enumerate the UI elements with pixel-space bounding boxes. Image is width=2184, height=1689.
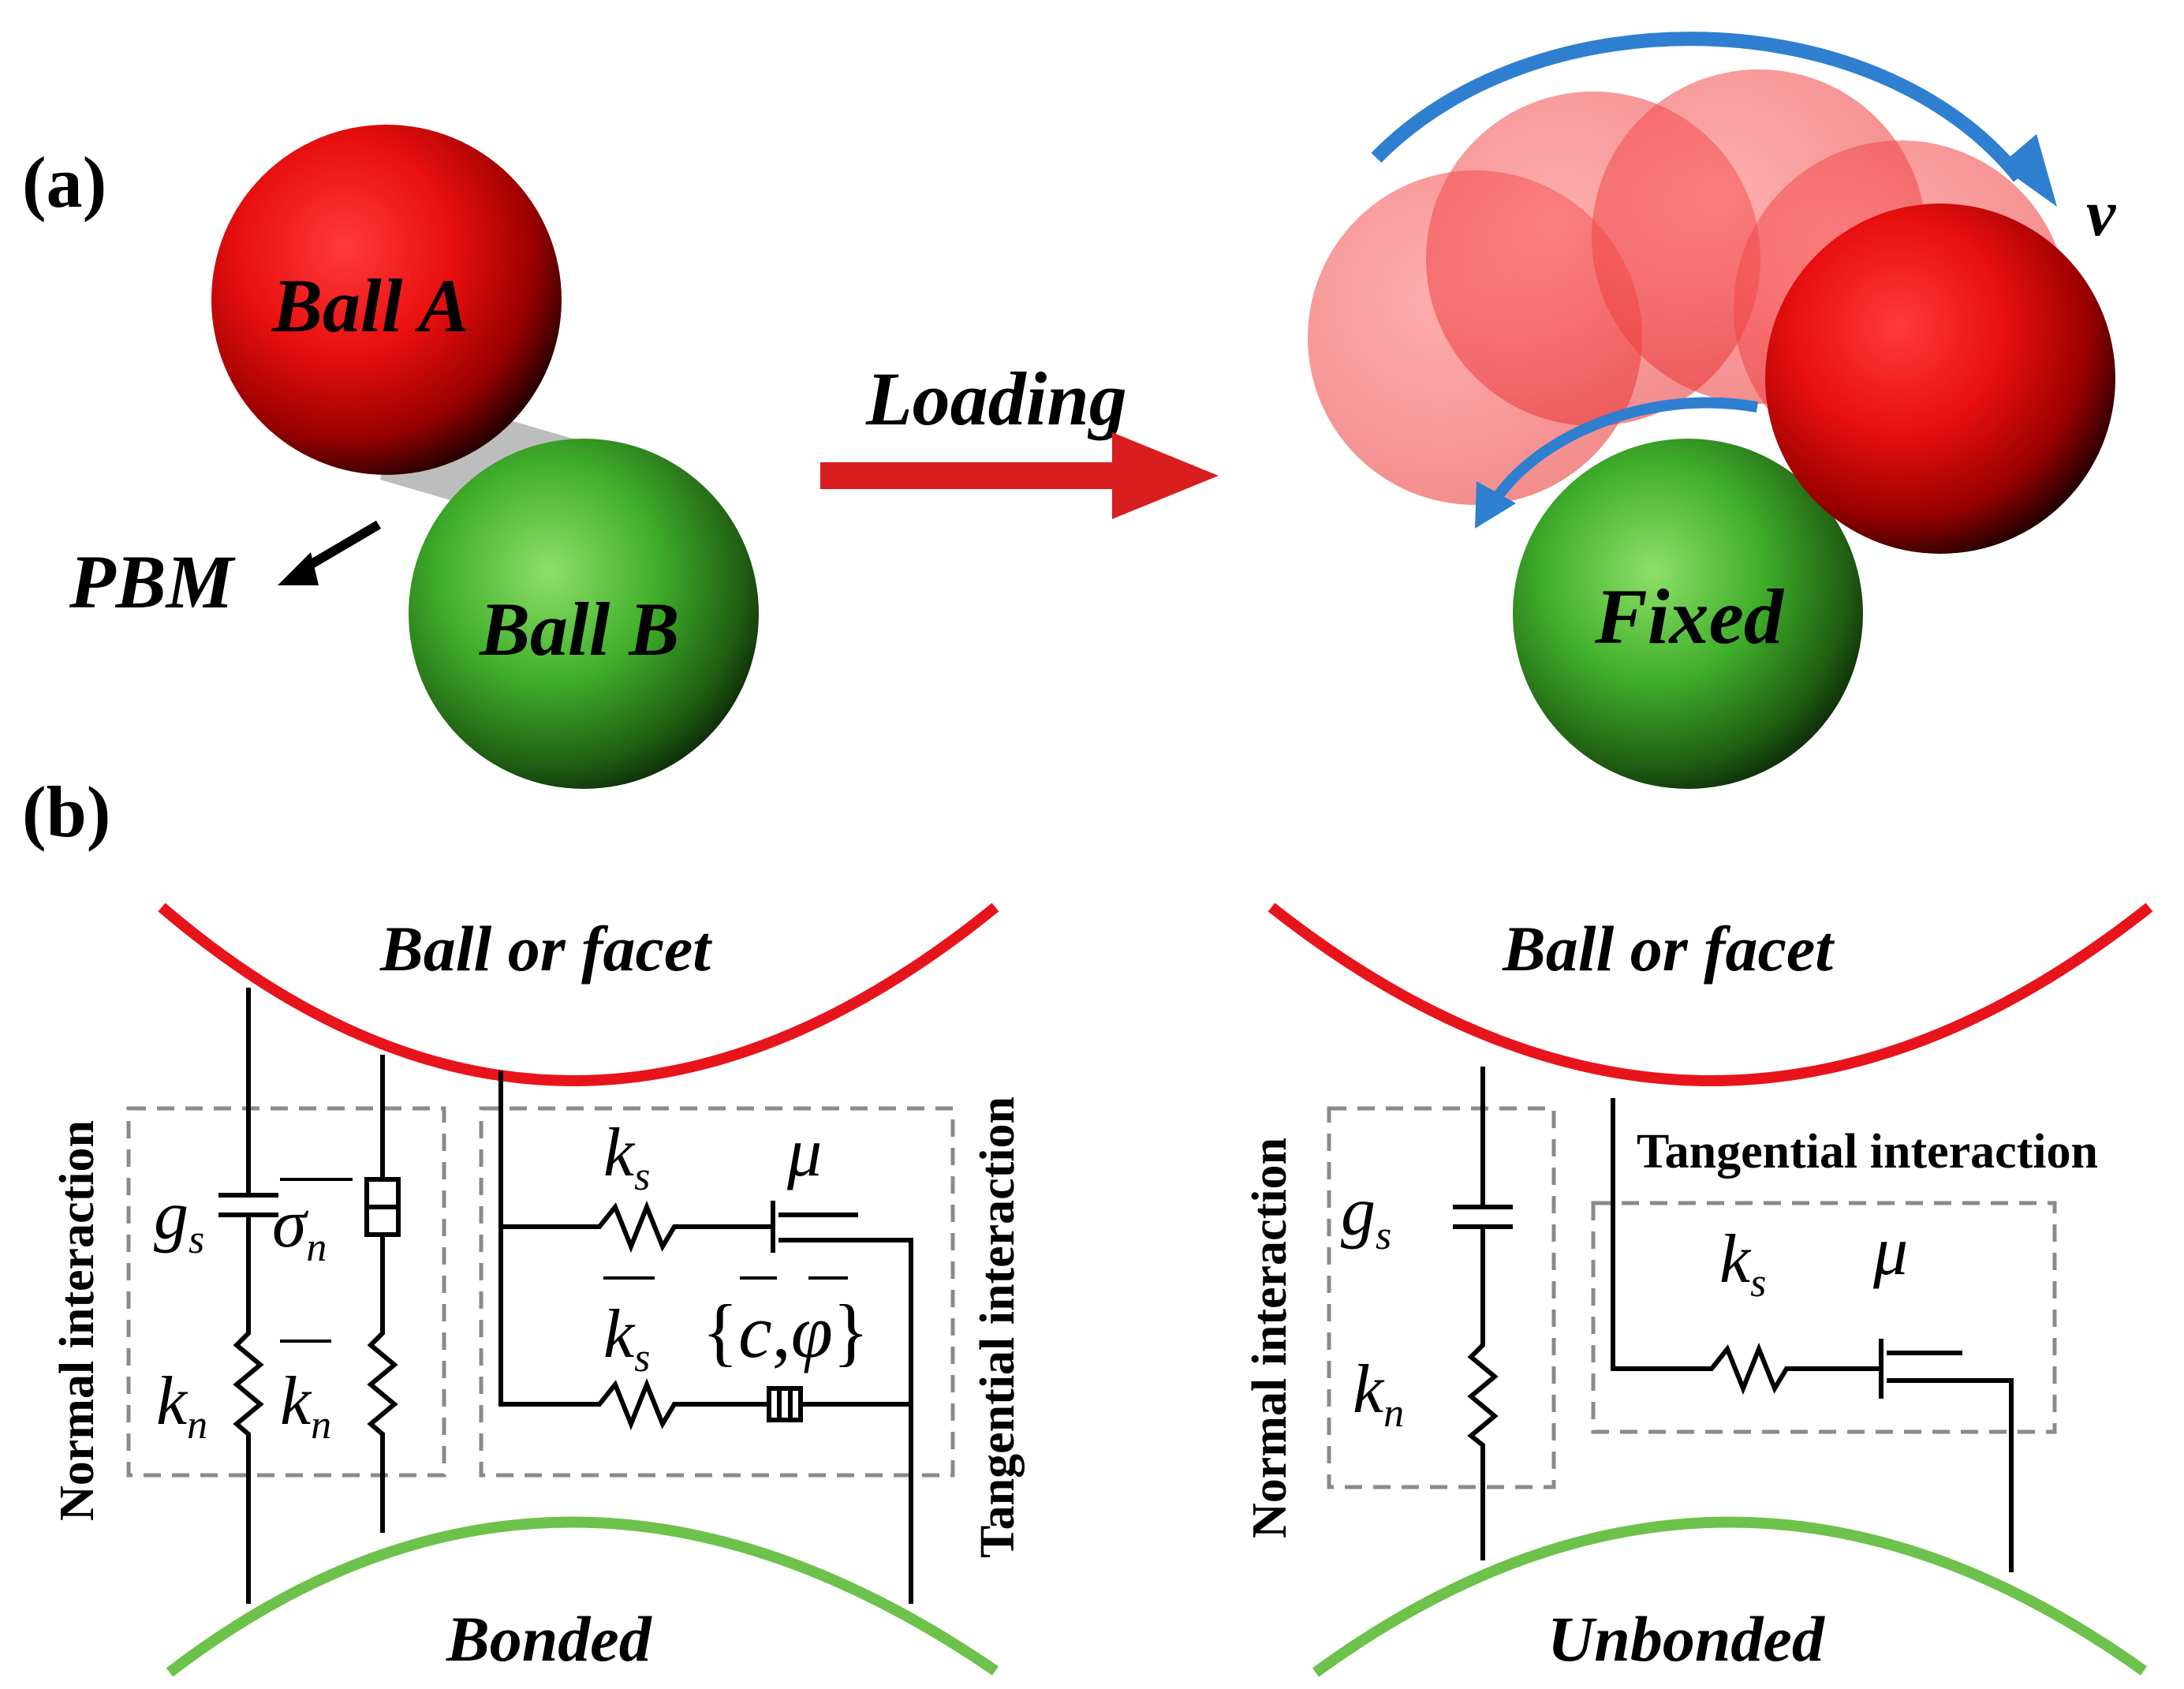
ball-a bbox=[211, 125, 562, 475]
bonded-tangential-label: Tangential interaction bbox=[971, 1097, 1025, 1558]
rotation-arrowhead bbox=[1999, 134, 2057, 207]
sigma-n-label: σn bbox=[272, 1186, 327, 1270]
bonded-normal-branch-2 bbox=[364, 1055, 401, 1533]
rolling-arrowhead bbox=[1475, 481, 1516, 529]
ks-label: ks bbox=[603, 1115, 650, 1199]
kn-bar-label: kn bbox=[280, 1363, 331, 1448]
bonded-bottom-label: Bonded bbox=[446, 1603, 652, 1675]
loading-arrow-shaft bbox=[820, 462, 1120, 489]
c-phi-label: {c,φ} bbox=[702, 1289, 869, 1373]
bonded-normal-label: Normal interaction bbox=[50, 1120, 104, 1521]
gs-label: gs bbox=[154, 1178, 204, 1262]
velocity-label: v bbox=[2086, 177, 2117, 250]
bonded-top-label: Ball or facet bbox=[379, 913, 712, 985]
bonded-top-arc bbox=[158, 902, 999, 1086]
bonded-model: Ball or facet Bonded Normal interaction … bbox=[50, 902, 1025, 1677]
bonded-bottom-arc bbox=[166, 1516, 999, 1677]
bonded-tangential-box bbox=[479, 1106, 955, 1478]
mu-label: μ bbox=[786, 1115, 822, 1191]
unbonded-tangential-label: Tangential interaction bbox=[1637, 1125, 2098, 1179]
bonded-normal-box bbox=[126, 1106, 446, 1478]
unbonded-kn-label: kn bbox=[1353, 1351, 1404, 1436]
unbonded-normal-branch bbox=[1453, 1067, 1513, 1560]
loading-arrowhead bbox=[1112, 432, 1219, 519]
unbonded-ks-label: ks bbox=[1719, 1221, 1766, 1306]
fixed-ball bbox=[1513, 439, 1863, 789]
red-ball-final bbox=[1765, 204, 2115, 554]
unbonded-bottom-arc bbox=[1312, 1516, 2148, 1677]
ks-bar-label: ks bbox=[603, 1296, 650, 1381]
unbonded-gs-label: gs bbox=[1341, 1174, 1391, 1258]
unbonded-normal-box bbox=[1327, 1106, 1556, 1489]
unbonded-tangential-box bbox=[1591, 1201, 2057, 1434]
rolling-arrow bbox=[1488, 397, 1759, 508]
ball-a-label: Ball A bbox=[271, 263, 469, 348]
bonded-normal-branch-1 bbox=[218, 988, 278, 1604]
panel-a-tag: (a) bbox=[22, 142, 106, 222]
kn-label: kn bbox=[156, 1363, 207, 1448]
fixed-label: Fixed bbox=[1594, 573, 1785, 660]
unbonded-top-arc bbox=[1267, 902, 2153, 1086]
bonded-tangential-circuit bbox=[498, 1071, 913, 1604]
unbonded-bottom-label: Unbonded bbox=[1547, 1603, 1825, 1675]
unbonded-model: Ball or facet Unbonded Normal interactio… bbox=[1243, 902, 2153, 1677]
ball-b-label: Ball B bbox=[479, 587, 679, 671]
panel-b-tag: (b) bbox=[22, 772, 110, 852]
ball-b bbox=[409, 439, 759, 789]
unbonded-mu-label: μ bbox=[1872, 1213, 1908, 1290]
pbm-label: PBM bbox=[69, 540, 237, 624]
unbonded-tangential-circuit bbox=[1611, 1098, 2014, 1572]
rotation-arrow bbox=[1371, 32, 2025, 182]
loading-label: Loading bbox=[865, 357, 1127, 441]
unbonded-normal-label: Normal interaction bbox=[1243, 1138, 1297, 1538]
unbonded-top-label: Ball or facet bbox=[1502, 913, 1835, 985]
pbm-arrowhead bbox=[278, 552, 319, 585]
